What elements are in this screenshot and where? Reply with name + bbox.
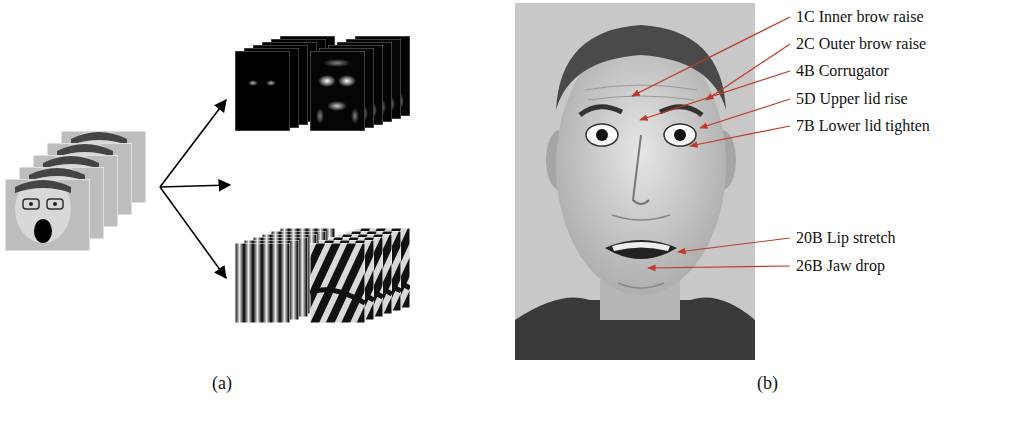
- callout-label: 1C Inner brow raise: [796, 8, 924, 25]
- callout-label-holder: 5D Upper lid rise: [796, 90, 908, 108]
- callout-label-holder: 4B Corrugator: [796, 62, 889, 80]
- wavy-frame-stack: [310, 228, 410, 323]
- leader-lines: [632, 17, 790, 268]
- callout-label: 20B Lip stretch: [796, 229, 896, 246]
- callout-label-holder: 26B Jaw drop: [796, 257, 885, 275]
- callout-label-holder: 7B Lower lid tighten: [796, 117, 930, 135]
- callout-label-holder: 1C Inner brow raise: [796, 8, 924, 26]
- panel-caption-holder: (b): [757, 374, 778, 394]
- callout-label: 4B Corrugator: [796, 62, 889, 79]
- panel-caption: (a): [212, 373, 232, 393]
- branch-arrows: [160, 100, 230, 278]
- callout-label: 5D Upper lid rise: [796, 90, 908, 107]
- callout-label-holder: 2C Outer brow raise: [796, 35, 926, 53]
- noise-frame-stack: [310, 36, 410, 131]
- input-frame-stack: [5, 127, 146, 251]
- callout-label: 7B Lower lid tighten: [796, 117, 930, 134]
- panel-caption: (b): [757, 373, 778, 393]
- callout-label: 2C Outer brow raise: [796, 35, 926, 52]
- callout-label: 26B Jaw drop: [796, 257, 885, 274]
- face-photo: [515, 3, 755, 360]
- callout-label-holder: 20B Lip stretch: [796, 229, 896, 247]
- panel-caption-holder: (a): [212, 374, 232, 394]
